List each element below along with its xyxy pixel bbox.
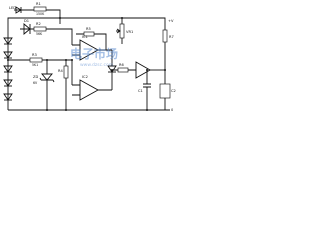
opamp-ic1: IC1 — [60, 28, 112, 61]
c2-label: C2 — [171, 89, 176, 93]
r1-label: R1 — [36, 2, 41, 6]
vout-label: +V — [168, 19, 174, 23]
zd-voltage: 6V — [33, 81, 38, 85]
resistor-r2: R2 56K — [20, 22, 60, 36]
diode-d1: D1 — [23, 19, 31, 35]
resistor-r7: R7 — [162, 24, 174, 70]
r6-label: R6 — [119, 63, 124, 67]
watermark-main: 电子市场 — [70, 46, 118, 61]
resistor-r6: R6 — [112, 63, 136, 73]
led-label: LED — [9, 6, 16, 10]
opamp-output — [135, 61, 165, 79]
zener-zd: ZD 6V — [33, 60, 55, 110]
c1-label: C1 — [138, 89, 143, 93]
bottom-rail: 0 — [8, 108, 174, 112]
capacitor-c1: C1 — [138, 70, 151, 110]
zd-label: ZD — [33, 75, 38, 79]
gnd-label: 0 — [171, 108, 174, 112]
r2-value: 56K — [36, 32, 43, 36]
ic1-label: IC1 — [82, 35, 88, 39]
ic2-label: IC2 — [82, 75, 88, 79]
opamp-ic2: IC2 — [71, 60, 112, 101]
r1-value: 150K — [36, 12, 45, 16]
r3-label: R3 — [32, 53, 37, 57]
resistor-r4: R4 — [58, 60, 69, 110]
circuit-schematic: LED R1 150K R2 56K D1 R3 5K1 — [3, 2, 176, 112]
junction-dots — [7, 17, 166, 111]
watermark: 电子市场 www.dzsc.com — [70, 46, 118, 68]
resistor-r1: R1 150K — [22, 2, 61, 18]
r4-label: R4 — [58, 69, 63, 73]
r7-label: R7 — [169, 35, 174, 39]
r5-label: R5 — [86, 27, 91, 31]
led-string — [3, 24, 13, 110]
capacitor-c2: C2 — [159, 70, 176, 110]
d1-label: D1 — [24, 19, 29, 23]
r3-value: 5K1 — [32, 63, 38, 67]
resistor-r3: R3 5K1 — [8, 53, 72, 67]
output-diodes — [107, 50, 117, 90]
resistor-r5: R5 — [76, 27, 107, 50]
led-diode: LED — [9, 6, 22, 14]
vr-label: VR1 — [126, 30, 133, 34]
r2-label: R2 — [36, 22, 41, 26]
top-rail — [7, 17, 166, 24]
watermark-sub: www.dzsc.com — [80, 62, 113, 68]
potentiometer-vr1: VR1 — [116, 18, 133, 44]
